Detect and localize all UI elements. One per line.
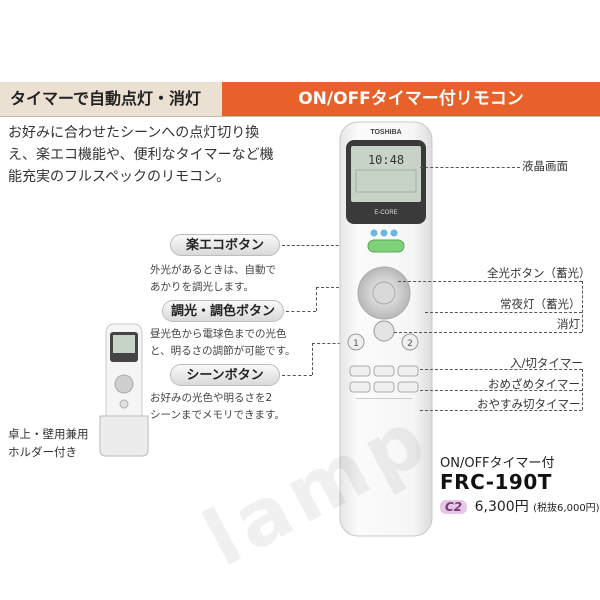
- leader-line: [582, 369, 583, 410]
- price: C2 6,300円 (税抜6,000円): [440, 496, 600, 516]
- holder-line: ホルダー付き: [8, 445, 77, 459]
- holder-line: 卓上・壁用兼用: [8, 427, 89, 441]
- leader-line: [312, 343, 313, 375]
- remote-control-image: TOSHIBA 10:48 E-CORE 1 2: [339, 121, 433, 537]
- svg-text:2: 2: [407, 339, 413, 349]
- model-subtitle: ON/OFFタイマー付: [440, 456, 555, 471]
- desc-line: シーンまでメモリできます。: [150, 409, 285, 421]
- leader-line: [282, 245, 368, 246]
- desc-line: お好みの光色や明るさを2: [150, 392, 273, 404]
- eco-button-desc: 外光があるときは、自動で あかりを調光します。: [150, 262, 276, 296]
- price-value: 6,300円: [474, 499, 529, 515]
- onoff-timer-label: 入/切タイマー: [510, 356, 583, 370]
- header-divider: [0, 116, 600, 117]
- price-badge: C2: [440, 500, 468, 514]
- night-light-label: 常夜灯（蓄光）: [500, 297, 581, 311]
- header-left-title: タイマーで自動点灯・消灯: [0, 82, 222, 116]
- desc-line: あかりを調光します。: [150, 281, 254, 293]
- leader-line: [312, 343, 356, 344]
- full-light-button-label: 全光ボタン（蓄光）: [487, 266, 591, 280]
- model-number: FRC-190T: [440, 470, 552, 494]
- ecore-logo: E-CORE: [374, 210, 397, 216]
- remote-in-holder-image: [99, 323, 149, 457]
- leader-line: [425, 312, 582, 313]
- leader-line: [282, 375, 312, 376]
- leader-line: [420, 390, 582, 391]
- leader-line: [420, 410, 582, 411]
- eco-button-label: 楽エコボタン: [170, 234, 280, 256]
- lcd-time: 10:48: [368, 153, 404, 167]
- header-right-title: ON/OFFタイマー付リモコン: [222, 82, 600, 116]
- remote-brand: TOSHIBA: [370, 129, 401, 136]
- off-button-label: 消灯: [557, 317, 580, 331]
- dimming-button-desc: 昼光色から電球色までの光色 と、明るさの調節が可能です。: [150, 326, 296, 360]
- svg-text:1: 1: [353, 339, 359, 349]
- desc-line: と、明るさの調節が可能です。: [150, 345, 296, 357]
- scene-button-desc: お好みの光色や明るさを2 シーンまでメモリできます。: [150, 390, 285, 424]
- leader-line: [582, 281, 583, 332]
- leader-line: [420, 167, 520, 168]
- scene-button-label: シーンボタン: [170, 364, 280, 386]
- price-tax: (税抜6,000円): [533, 503, 600, 514]
- intro-text: お好みに合わせたシーンへの点灯切り換 え、楽エコ機能や、便利なタイマーなど機 能…: [8, 122, 308, 188]
- leader-line: [420, 369, 582, 370]
- leader-line: [398, 281, 582, 282]
- intro-line: え、楽エコ機能や、便利なタイマーなど機: [8, 147, 274, 163]
- sleep-timer-label: おやすみ切タイマー: [477, 397, 581, 411]
- leader-line: [316, 287, 317, 311]
- leader-line: [394, 332, 582, 333]
- leader-line: [286, 311, 316, 312]
- desc-line: 昼光色から電球色までの光色: [150, 328, 287, 340]
- dimming-button-label: 調光・調色ボタン: [162, 300, 284, 322]
- intro-line: お好みに合わせたシーンへの点灯切り換: [8, 125, 260, 141]
- lcd-screen-label: 液晶画面: [522, 159, 568, 173]
- holder-caption: 卓上・壁用兼用 ホルダー付き: [8, 425, 89, 461]
- intro-line: 能充実のフルスペックのリモコン。: [8, 169, 231, 185]
- desc-line: 外光があるときは、自動で: [150, 264, 276, 276]
- wake-timer-label: おめざめタイマー: [488, 377, 580, 391]
